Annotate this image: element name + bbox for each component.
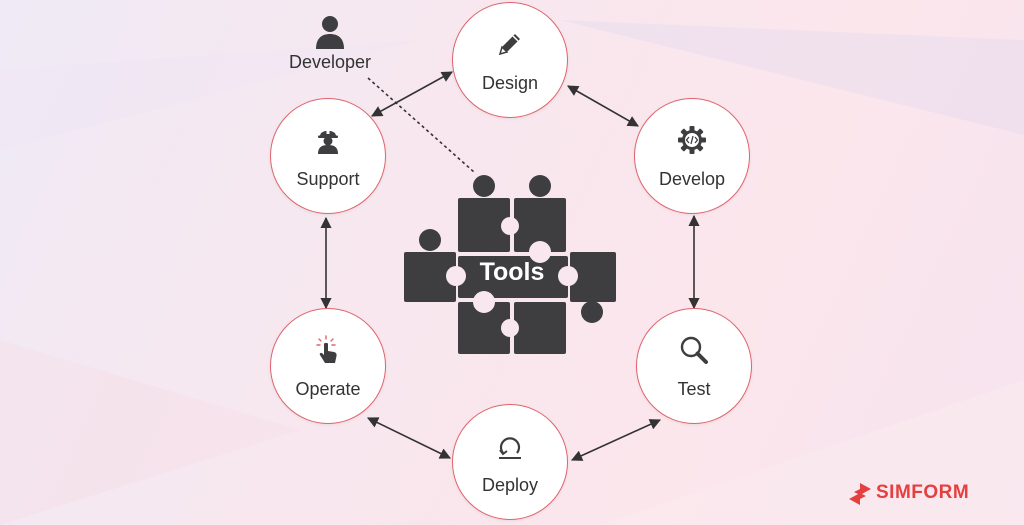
node-deploy-label: Deploy [481, 475, 539, 495]
cycle-icon [499, 437, 521, 459]
developer-actor: Developer [280, 14, 380, 73]
link-design-develop [567, 85, 639, 127]
node-develop: Develop [634, 98, 750, 214]
node-deploy: Deploy [452, 404, 568, 520]
node-support: Support [270, 98, 386, 214]
tools-label: Tools [479, 258, 545, 286]
simform-logo-icon [849, 483, 871, 505]
pencil-icon [498, 34, 520, 56]
node-design-label: Design [481, 73, 539, 93]
node-test-label: Test [677, 379, 711, 399]
tap-hand-icon [316, 335, 337, 363]
tools-puzzle-icon [404, 175, 616, 354]
magnifier-icon [680, 336, 708, 364]
node-design: Design [452, 2, 568, 118]
person-icon [316, 16, 344, 49]
node-operate-label: Operate [295, 379, 361, 399]
code-gear-icon [678, 126, 706, 154]
brand-name: SIMFORM [876, 482, 970, 503]
node-test: Test [636, 308, 752, 424]
link-test-deploy [570, 419, 662, 461]
developer-label: Developer [288, 52, 372, 72]
node-support-label: Support [296, 169, 360, 189]
node-develop-label: Develop [658, 169, 726, 189]
link-support-design [371, 71, 453, 117]
link-deploy-operate [366, 417, 452, 459]
worker-helmet-icon [318, 128, 338, 154]
node-operate: Operate [270, 308, 386, 424]
